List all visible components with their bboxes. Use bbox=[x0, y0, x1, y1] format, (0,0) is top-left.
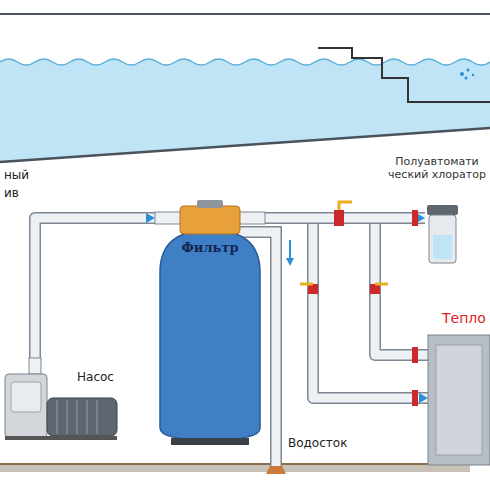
cut-label: ив bbox=[4, 186, 19, 200]
pipe-connector bbox=[265, 213, 425, 223]
cut-label: ный bbox=[4, 168, 29, 182]
node-label: Фильтр bbox=[165, 240, 255, 256]
drain-label: Водосток bbox=[288, 436, 347, 450]
chlorinator: Полуавтомати ческий хлоратор bbox=[425, 205, 460, 265]
node-label: Тепло bbox=[442, 310, 486, 327]
pipe-connector bbox=[265, 218, 428, 403]
pump-unit: Насос bbox=[5, 358, 120, 440]
node-label: Насос bbox=[77, 370, 114, 384]
heater-unit-shape bbox=[428, 335, 490, 465]
filter-tank-shape bbox=[155, 200, 265, 445]
node-label: Полуавтомати ческий хлоратор bbox=[387, 155, 487, 181]
filter-tank: Фильтр bbox=[155, 200, 265, 445]
chlorinator-shape bbox=[425, 205, 460, 265]
pipe-connector bbox=[35, 213, 155, 358]
heater-unit: Тепло bbox=[428, 335, 490, 465]
pipe-connector bbox=[375, 213, 428, 355]
